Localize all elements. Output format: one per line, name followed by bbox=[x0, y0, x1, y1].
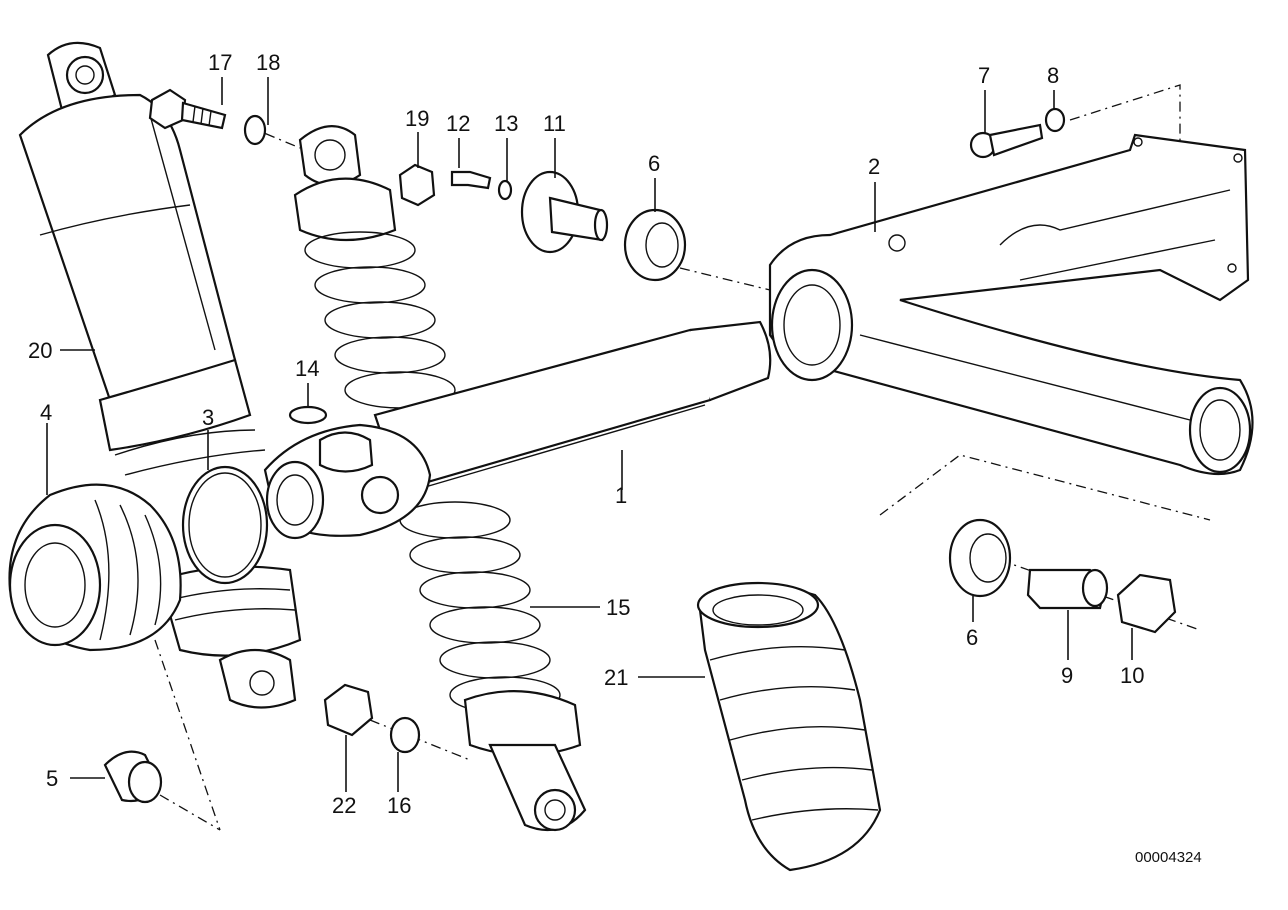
label-part-18: 18 bbox=[256, 50, 280, 75]
flange-part-11 bbox=[520, 170, 609, 254]
bolt-part-17 bbox=[148, 88, 227, 130]
label-part-15: 15 bbox=[606, 595, 630, 620]
label-part-10: 10 bbox=[1120, 663, 1144, 688]
drive-shaft-part-1 bbox=[263, 320, 772, 540]
threaded-sleeve-part-9 bbox=[1026, 568, 1109, 610]
label-part-8: 8 bbox=[1047, 63, 1059, 88]
leader-lines bbox=[46, 77, 1133, 792]
bushing-part-5 bbox=[103, 750, 163, 804]
bellows-part-21 bbox=[696, 581, 882, 872]
label-part-7: 7 bbox=[978, 63, 990, 88]
bearing-part-6-upper bbox=[623, 208, 687, 282]
drawing-number: 00004324 bbox=[1135, 849, 1202, 866]
part-labels: 17 18 19 12 13 11 6 2 7 8 20 14 4 3 1 15… bbox=[28, 50, 1144, 818]
shock-absorber-part-20 bbox=[18, 41, 302, 709]
screw-part-7 bbox=[969, 123, 1044, 159]
nut-part-10 bbox=[1116, 573, 1177, 634]
label-part-1: 1 bbox=[615, 483, 627, 508]
label-part-6-upper: 6 bbox=[648, 151, 660, 176]
nut-part-22 bbox=[323, 683, 374, 737]
washer-part-13 bbox=[497, 179, 513, 201]
washer-part-16 bbox=[389, 716, 421, 754]
label-part-11: 11 bbox=[543, 111, 566, 136]
rubber-boot-part-4 bbox=[8, 483, 182, 652]
label-part-14: 14 bbox=[295, 356, 319, 381]
circlip-part-3 bbox=[181, 465, 269, 585]
label-part-13: 13 bbox=[494, 111, 518, 136]
label-part-19: 19 bbox=[405, 106, 429, 131]
small-hardware bbox=[103, 88, 1177, 804]
label-part-9: 9 bbox=[1061, 663, 1073, 688]
screw-part-12 bbox=[450, 170, 492, 190]
label-part-6-lower: 6 bbox=[966, 625, 978, 650]
spring-strut-part-15 bbox=[293, 125, 587, 832]
label-part-22: 22 bbox=[332, 793, 356, 818]
o-ring-part-14 bbox=[288, 405, 328, 425]
label-part-2: 2 bbox=[868, 154, 880, 179]
label-part-20: 20 bbox=[28, 338, 52, 363]
label-part-17: 17 bbox=[208, 50, 232, 75]
swing-arm-part-2 bbox=[768, 133, 1254, 476]
label-part-3: 3 bbox=[202, 405, 214, 430]
label-part-12: 12 bbox=[446, 111, 470, 136]
washer-part-8 bbox=[1044, 107, 1066, 133]
label-part-16: 16 bbox=[387, 793, 411, 818]
spring-coils-upper bbox=[304, 231, 456, 409]
spring-coils-lower bbox=[399, 501, 561, 714]
label-part-4: 4 bbox=[40, 400, 52, 425]
bearing-part-6-lower bbox=[948, 518, 1012, 598]
label-part-5: 5 bbox=[46, 766, 58, 791]
washer-part-18 bbox=[243, 114, 267, 146]
nut-part-19 bbox=[398, 163, 436, 207]
label-part-21: 21 bbox=[604, 665, 628, 690]
